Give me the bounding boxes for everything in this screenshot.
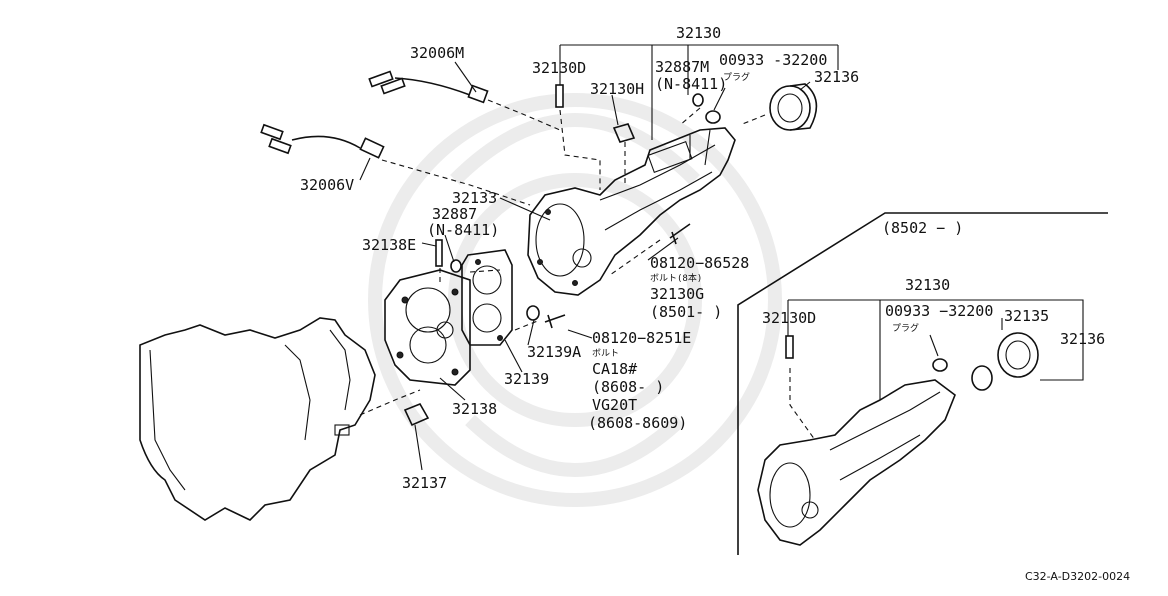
switch-32006M [368,70,489,104]
label-08120-86528: 08120−86528 [650,254,749,272]
label-32138: 32138 [452,400,497,418]
label-8501: (8501- ) [650,303,722,321]
label-32139A: 32139A [527,343,581,361]
adapter-plate-32138 [384,269,471,386]
label-32136: 32136 [814,68,859,86]
switch-32006V [260,123,385,159]
label-32887M-code: (N-8411) [655,75,727,93]
inset-pin-32130D [785,335,794,359]
label-vg20t: VG20T [592,396,637,414]
nut-32887 [450,259,462,273]
small-parts-main [403,84,704,427]
gasket-32139 [461,249,513,346]
bolt-08120-86528 [669,223,691,245]
inset-seal-32136 [997,332,1039,378]
inset-plug-00933 [932,358,948,372]
label-plug-kana: プラグ [723,71,750,83]
label-32138E: 32138E [362,236,416,254]
pin-32138E [435,239,443,267]
inset-label-plug-kana: プラグ [892,322,919,334]
switch-32137 [403,402,430,427]
label-bolt8-kana: ボルト(8本) [650,272,702,284]
label-ca18: CA18# [592,360,637,378]
label-32887-code: (N-8411) [427,221,499,239]
label-32887: 32887 [432,205,477,223]
bolt-08120-8251E [544,314,566,329]
inset-label-32130D: 32130D [762,309,816,327]
part-labels: 32130 32006M 32130D 32887M (N-8411) 0093… [300,24,1130,583]
inset-label-32136: 32136 [1060,330,1105,348]
nut-32887M [692,93,704,107]
spacer-32139A [526,305,540,321]
label-8608-8609: (8608-8609) [588,414,687,432]
label-32887M: 32887M [655,58,709,76]
plug-00933 [705,110,721,124]
label-bolt-kana: ボルト [592,348,619,359]
assembly-guide-lines [359,99,766,416]
inset-label-00933-32200: 00933 −32200 [885,302,993,320]
inset-panel [737,212,1108,555]
watermark-emblem [368,93,782,507]
oil-seal-32136 [769,83,818,131]
label-08120-8251E: 08120−8251E [592,329,691,347]
inset-label-32130: 32130 [905,276,950,294]
label-00933-32200: 00933 -32200 [719,51,827,69]
label-32006M: 32006M [410,44,464,62]
label-32130D: 32130D [532,59,586,77]
label-8608: (8608- ) [592,378,664,396]
inset-extension-housing [757,379,956,546]
label-32130-top: 32130 [676,24,721,42]
clip-32130H [612,123,636,143]
label-32130G: 32130G [650,285,704,303]
transmission-case-main [139,317,376,521]
diagram-reference-code: C32-A-D3202-0024 [1025,570,1130,583]
inset-ring-32135 [971,365,993,391]
label-32137: 32137 [402,474,447,492]
pin-32130D [555,84,564,108]
label-32130H: 32130H [590,80,644,98]
label-32139: 32139 [504,370,549,388]
label-32133: 32133 [452,189,497,207]
extension-housing-32133 [527,127,736,296]
leader-lines [359,44,839,471]
inset-label-date-range: (8502 − ) [882,219,963,237]
inset-label-32135: 32135 [1004,307,1049,325]
label-32006V: 32006V [300,176,354,194]
